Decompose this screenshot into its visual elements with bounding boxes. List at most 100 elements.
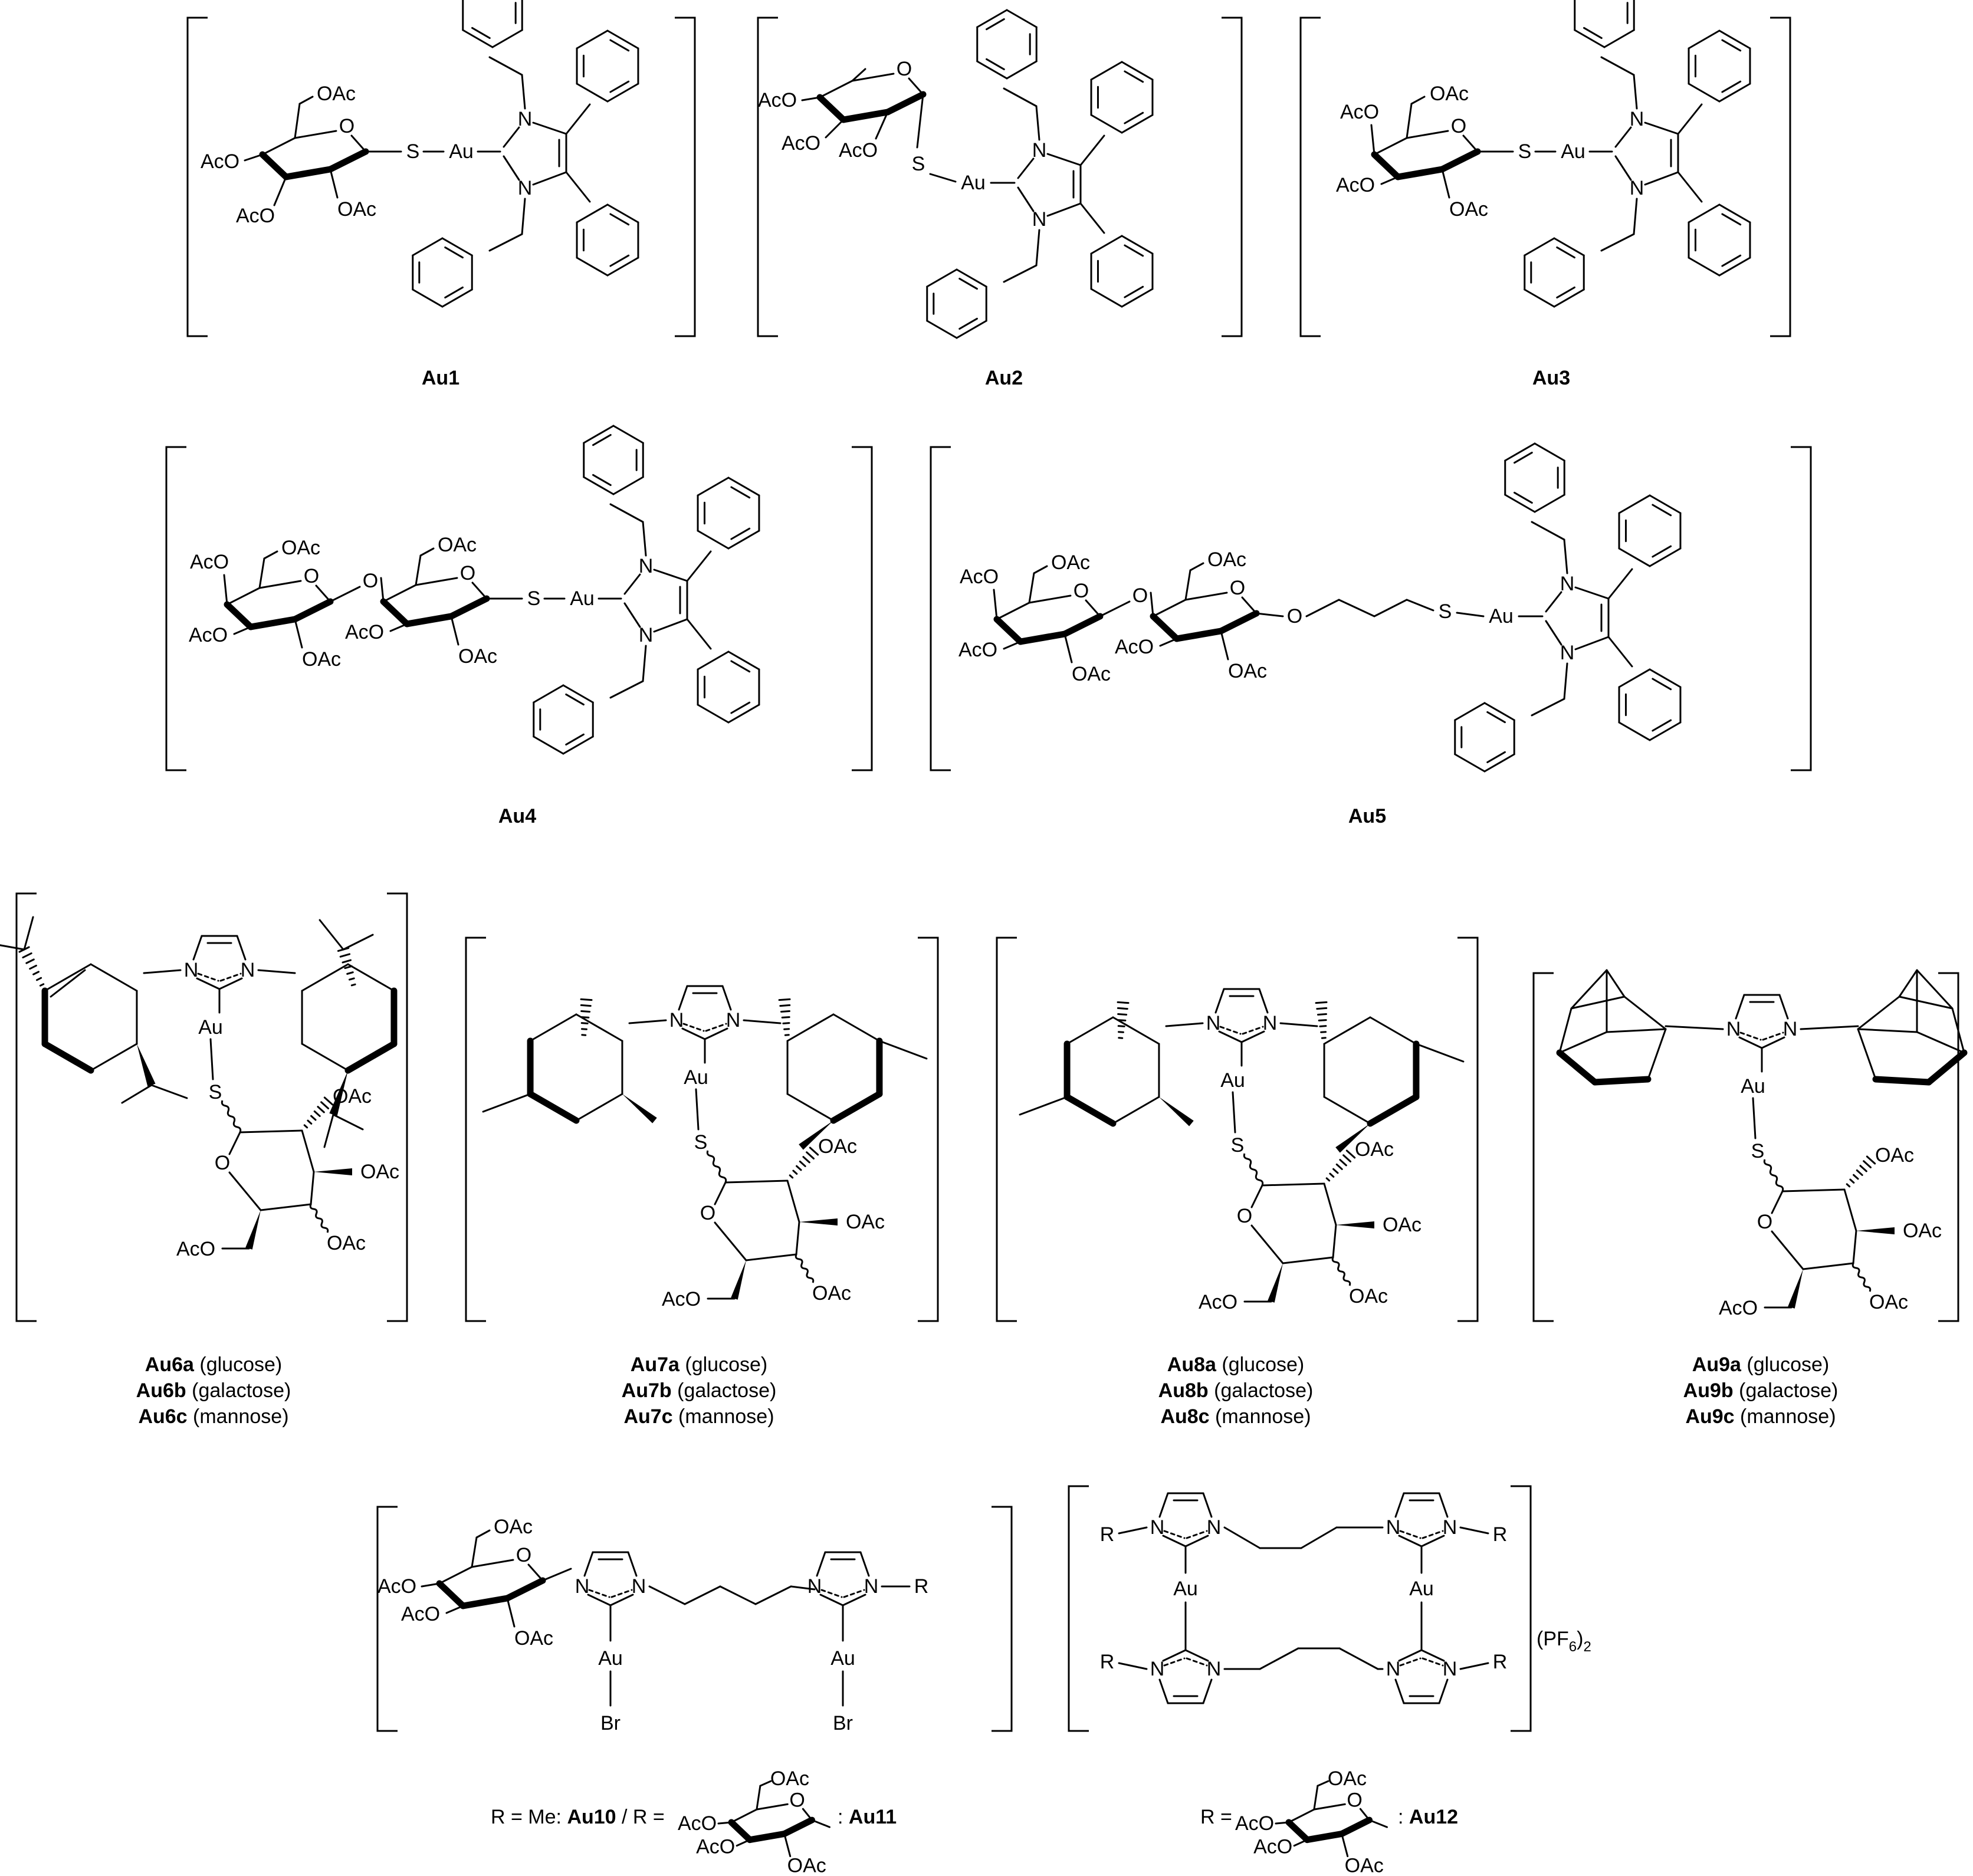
cage-bond [1647, 1028, 1667, 1080]
bond [380, 577, 385, 603]
atom-n: N [1443, 1658, 1457, 1680]
atom-oac: OAc [1869, 1291, 1908, 1313]
atom-aco: AcO [1336, 174, 1375, 196]
bond [1288, 1808, 1315, 1824]
bond [532, 171, 567, 186]
bond [754, 1585, 792, 1605]
hash-bond [1345, 1149, 1356, 1159]
cage-bond [1857, 996, 1900, 1030]
bond [1738, 1036, 1763, 1049]
bond [294, 103, 301, 139]
bond [419, 547, 435, 557]
bond [1250, 1224, 1284, 1264]
ring-bond [1603, 29, 1635, 48]
atom-aco: AcO [758, 89, 797, 111]
ring-bond [956, 320, 987, 339]
atom-aco: AcO [662, 1288, 701, 1310]
atom-n: N [669, 1009, 684, 1031]
ring-bond [1524, 237, 1555, 257]
atom-oac: OAc [514, 1627, 553, 1650]
hash-bond [35, 977, 42, 981]
ring-bond [90, 963, 138, 992]
bond [1158, 1492, 1169, 1518]
ring-bond [606, 203, 639, 224]
ring-bond [727, 704, 760, 724]
ring-bond [1618, 494, 1651, 514]
bond [143, 969, 182, 974]
bond [1802, 1262, 1854, 1270]
atom-aco: AcO [960, 566, 999, 588]
bond [0, 944, 25, 951]
ring-bond [529, 1013, 577, 1042]
atom-oac: OAc [333, 1085, 372, 1108]
ring-bond [612, 476, 644, 495]
bond [436, 1580, 467, 1609]
bond [209, 1038, 214, 1080]
hash-bond [39, 983, 45, 987]
atom-au: Au [598, 1647, 623, 1670]
bond [996, 602, 1030, 620]
delocalized-bond [197, 973, 219, 982]
atom-oac: OAc [494, 1516, 533, 1538]
bond [1338, 1816, 1373, 1837]
ring-double-bond [565, 733, 585, 746]
bond [319, 919, 344, 951]
bond [283, 166, 334, 180]
delocalized-bond [610, 1589, 633, 1598]
atom-aco: AcO [1199, 1291, 1237, 1313]
atom-oac: OAc [1349, 1285, 1388, 1307]
atom-oac: OAc [1903, 1220, 1942, 1242]
ring-bond [1688, 203, 1721, 224]
wavy-bond [1243, 1153, 1264, 1186]
ring-bond [1618, 668, 1651, 688]
cage-bond [1898, 996, 1954, 1010]
atom-o: O [1347, 1789, 1362, 1812]
hash-bond [1319, 1025, 1327, 1027]
atom-au: Au [449, 140, 474, 163]
bracket-au2 [757, 17, 1243, 337]
bond [1752, 1097, 1757, 1139]
delocalized-bond [588, 1589, 610, 1598]
bond [993, 616, 1024, 645]
bond [1370, 124, 1375, 156]
bond [415, 577, 458, 586]
ring-double-bond [1556, 286, 1575, 299]
bond [1017, 157, 1035, 179]
bond [1771, 1230, 1804, 1270]
bond [1255, 612, 1284, 617]
bond [628, 1019, 667, 1024]
atom-au: Au [1220, 1069, 1245, 1092]
bond [724, 1180, 789, 1184]
atom-br: Br [833, 1712, 853, 1734]
bond [1394, 1678, 1405, 1704]
bond [459, 1595, 511, 1609]
bond [228, 1171, 262, 1211]
ring-double-bond [1721, 39, 1742, 52]
hash-bond [1849, 1178, 1855, 1184]
bond [1079, 202, 1105, 234]
atom-n: N [1630, 108, 1644, 130]
ring-bond [926, 320, 958, 339]
bond [1165, 1022, 1204, 1027]
bond [1184, 1649, 1209, 1662]
bond [790, 1585, 816, 1591]
bond [686, 550, 712, 582]
hash-bond [580, 1004, 592, 1007]
ring-bond [1718, 203, 1751, 224]
bond [1223, 1526, 1261, 1549]
ring-bond [976, 60, 1008, 80]
ring-bond [612, 425, 644, 444]
wavy-bond [795, 1254, 815, 1283]
ring-bond [576, 203, 609, 224]
bond [859, 1551, 870, 1577]
hash-bond [303, 1124, 308, 1129]
hash-bond [1846, 1183, 1851, 1188]
atom-r: R [1100, 1523, 1115, 1546]
ring-bond [491, 29, 523, 48]
bond [475, 1529, 491, 1539]
compound-label-au1: Au1 [422, 367, 459, 389]
cage-bond [1570, 969, 1608, 1010]
ring-bond [956, 268, 987, 288]
bond [1003, 87, 1038, 107]
